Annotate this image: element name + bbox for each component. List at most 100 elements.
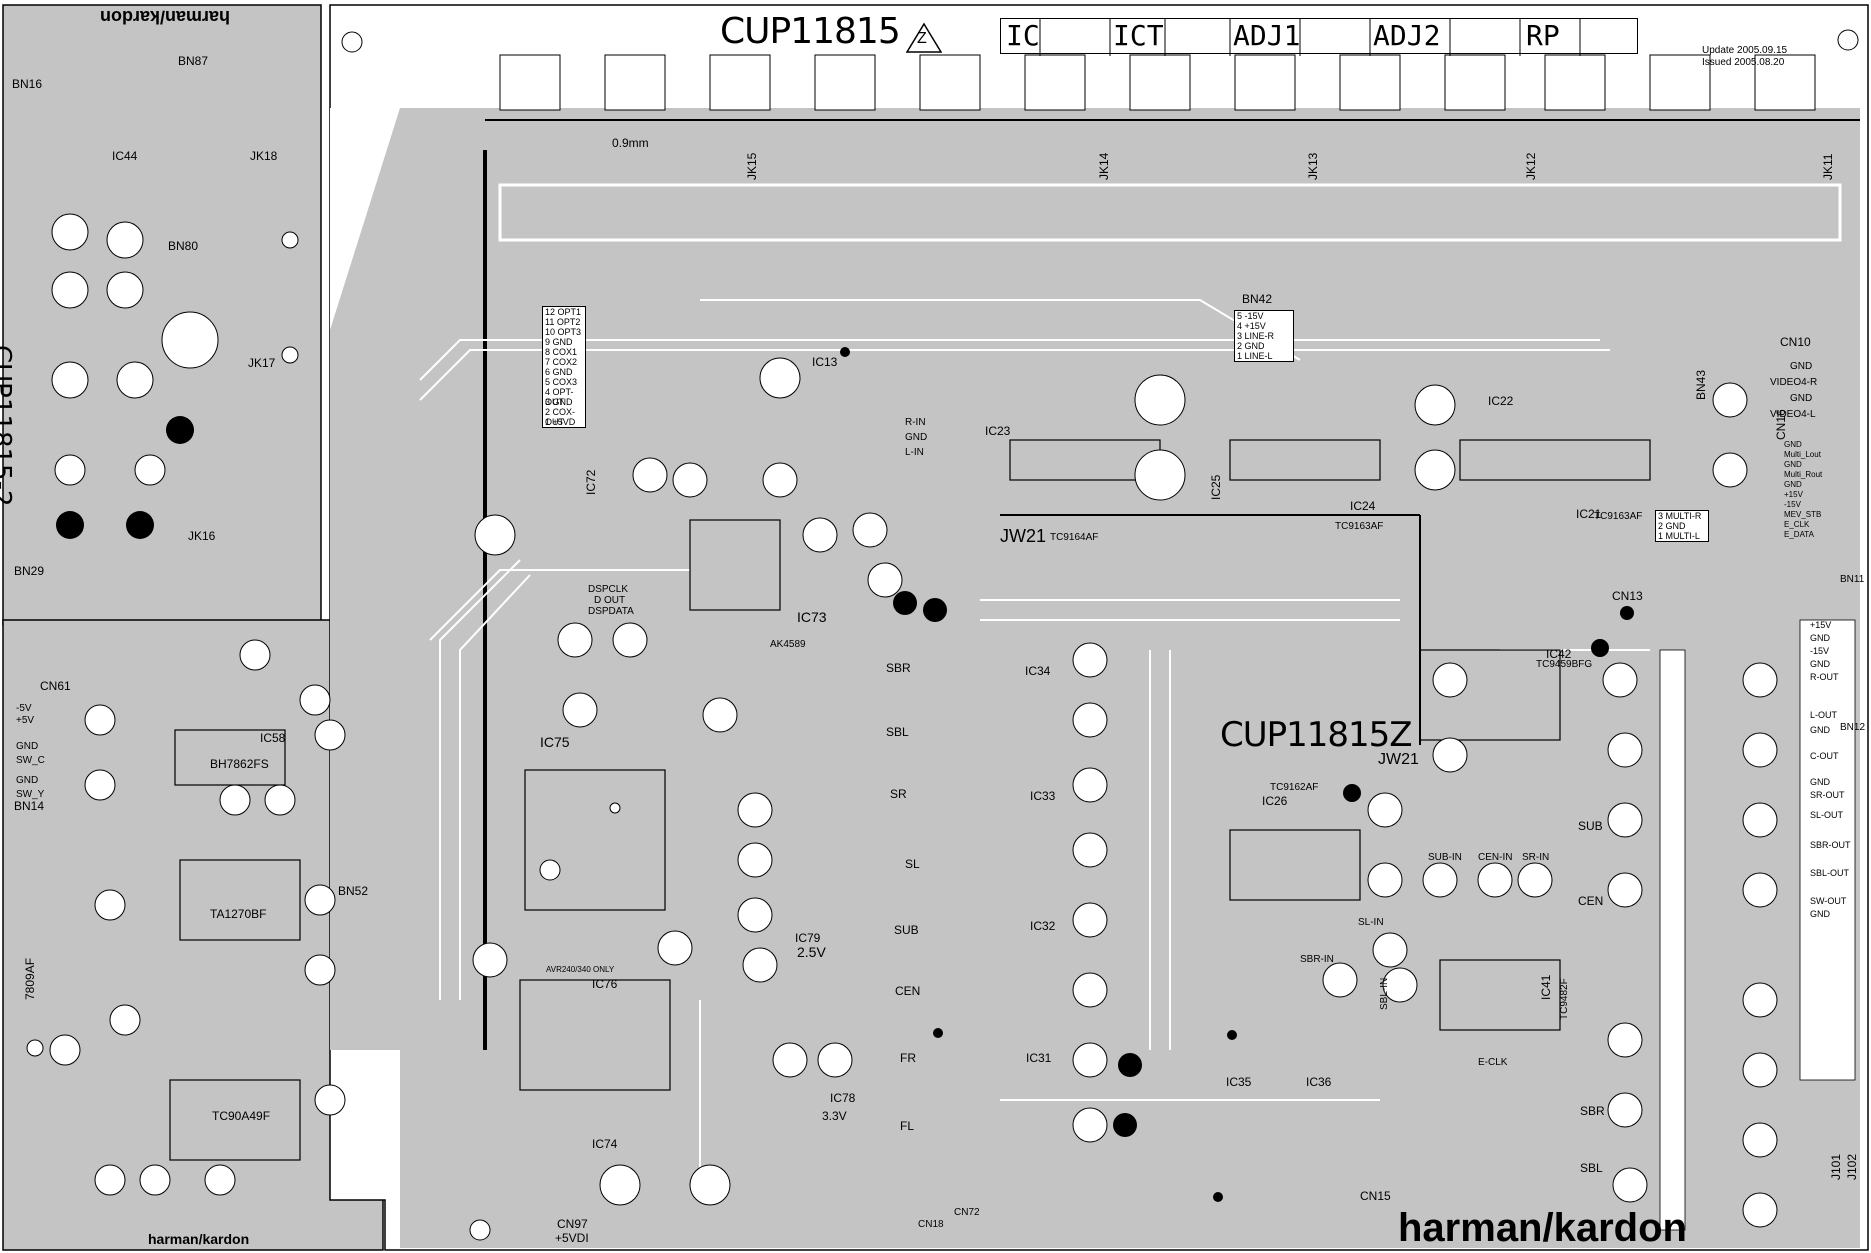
ic-ic44: IC44 xyxy=(112,149,138,163)
channel-label-sub-in: SUB-IN xyxy=(1428,852,1462,863)
misc-3v3: 3.3V xyxy=(822,1109,847,1123)
ic-tc90a49f: TC90A49F xyxy=(212,1109,271,1123)
ic-ic79: IC79 xyxy=(795,931,821,945)
output-pin: GND xyxy=(1810,633,1830,643)
connector-bn14: BN14 xyxy=(14,799,45,813)
bn42-pin: 3 LINE-R xyxy=(1237,331,1275,341)
ic-ic21: IC21 xyxy=(1576,507,1602,521)
channel-label-sl-in: SL-IN xyxy=(1358,917,1384,928)
ic-ic41: IC41 xyxy=(1539,974,1553,1000)
output-pin: GND xyxy=(1810,909,1830,919)
digital-pin: 12 OPT1 xyxy=(545,307,582,317)
connector-cn18: CN18 xyxy=(918,1219,944,1230)
misc-d-out: D OUT xyxy=(594,595,626,606)
output-pin: -15V xyxy=(1810,646,1830,656)
cn16-pin: E_DATA xyxy=(1784,530,1814,539)
channel-label-sr-in: SR-IN xyxy=(1522,852,1550,863)
header-cell-adj2: ADJ2 xyxy=(1373,19,1441,52)
channel-label-fr: FR xyxy=(900,1051,916,1065)
connector-j101: J101 xyxy=(1829,1153,1843,1180)
channel-label-sbr-right: SBR xyxy=(1580,1104,1605,1118)
ic-ic35: IC35 xyxy=(1226,1075,1252,1089)
misc-gnd: GND xyxy=(905,432,928,443)
connector-j102: J102 xyxy=(1845,1153,1859,1180)
digital-pin: 7 COX2 xyxy=(545,357,578,367)
digital-pin: 4 OPT-OUT xyxy=(545,387,574,407)
ic-ic24: IC24 xyxy=(1350,499,1376,513)
cn16-pin-list: GND Multi_Lout GND Multi_Rout GND +15V -… xyxy=(1782,440,1840,540)
header-cell-adj1: ADJ1 xyxy=(1233,19,1301,52)
bn42-pin: 1 LINE-L xyxy=(1237,351,1273,361)
misc-dspclk: DSPCLK xyxy=(588,584,629,595)
ic-bh7862fs: BH7862FS xyxy=(210,757,269,771)
multi-pin: 3 MULTI-R xyxy=(1658,511,1702,521)
ic-ic73: IC73 xyxy=(797,609,827,625)
digital-pin: 10 OPT3 xyxy=(545,327,582,337)
jumper-jw21-a: JW21 xyxy=(1000,526,1047,546)
output-pin: GND xyxy=(1810,777,1830,787)
connector-cn13: CN13 xyxy=(1612,589,1643,603)
output-pin: SL-OUT xyxy=(1810,810,1844,820)
main-board-label: CUP11815Z xyxy=(1220,715,1413,755)
ic-ic75: IC75 xyxy=(540,734,570,750)
cn10-pin: VIDEO4-L xyxy=(1770,409,1816,420)
revision-mark: Z xyxy=(917,30,927,47)
header-table: IC ICT ADJ1 ADJ2 RP xyxy=(1000,18,1638,54)
ic-part-ic41: TC9482F xyxy=(1559,978,1570,1020)
digital-pin: 1 +5VD xyxy=(545,417,576,427)
ic-ic26: IC26 xyxy=(1262,794,1288,808)
digital-pin: 11 OPT2 xyxy=(545,317,581,327)
channel-label-sub-right: SUB xyxy=(1578,819,1603,833)
output-pin: L-OUT xyxy=(1810,710,1837,720)
output-pin: SBR-OUT xyxy=(1810,840,1851,850)
channel-label-fl: FL xyxy=(900,1119,915,1133)
misc-dspdata: DSPDATA xyxy=(588,606,634,617)
digital-pin: 2 COX-OUT xyxy=(545,407,576,427)
output-pin: GND xyxy=(1810,725,1830,735)
output-pin: R-OUT xyxy=(1810,672,1839,682)
cn61-pin-2: +5V xyxy=(16,715,35,726)
cn16-pin: Multi_Rout xyxy=(1784,470,1823,479)
cn10-pin: VIDEO4-R xyxy=(1770,377,1818,388)
bn42-pin: 2 GND xyxy=(1237,341,1265,351)
ic-part-ic23: TC9164AF xyxy=(1050,532,1099,543)
connector-cn97: CN97 xyxy=(557,1217,588,1231)
ic-part-ic42: TC9459BFG xyxy=(1536,659,1593,670)
channel-label-sbl: SBL xyxy=(886,725,909,739)
main-board-brand: harman/kardon xyxy=(1398,1206,1687,1250)
misc-clearance: 0.9mm xyxy=(612,136,649,150)
right-output-list: +15V GND -15V GND R-OUT L-OUT GND C-OUT … xyxy=(1808,620,1854,922)
output-pin: C-OUT xyxy=(1810,751,1839,761)
header-dividers xyxy=(1039,18,1581,56)
ic-ic13: IC13 xyxy=(812,355,838,369)
ic-ic34: IC34 xyxy=(1025,664,1051,678)
multi-pin: 2 GND xyxy=(1658,521,1686,531)
ic-ic58: IC58 xyxy=(260,731,286,745)
multi-pin-table: 3 MULTI-R 2 GND 1 MULTI-L xyxy=(1655,510,1709,542)
digital-pin: 8 COX1 xyxy=(545,347,578,357)
channel-label-sbl-in: SBL-IN xyxy=(1379,977,1390,1010)
revision-triangle-icon xyxy=(905,22,943,53)
cn16-pin: Multi_Lout xyxy=(1784,450,1821,459)
connector-bn42: BN42 xyxy=(1242,292,1273,306)
connector-jk16: JK16 xyxy=(188,529,216,543)
connector-bn12: BN12 xyxy=(1840,722,1866,733)
digital-pin: 3 GND xyxy=(545,397,573,407)
header-cell-ict: ICT xyxy=(1113,19,1164,52)
ic-ic74: IC74 xyxy=(592,1137,618,1151)
connector-bn11: BN11 xyxy=(1840,574,1865,585)
sub-board-label: CUP11815-2 xyxy=(0,345,16,507)
misc-avr-only: AVR240/340 ONLY xyxy=(546,965,615,974)
channel-label-cen-in: CEN-IN xyxy=(1478,852,1513,863)
channel-label-sbl-right: SBL xyxy=(1580,1161,1603,1175)
ic-part-ic73: AK4589 xyxy=(770,639,806,650)
ic-ic32: IC32 xyxy=(1030,919,1056,933)
cn61-pin-6: SW_Y xyxy=(16,789,45,800)
ic-7809af: 7809AF xyxy=(23,957,37,1000)
jack-jk15: JK15 xyxy=(745,152,759,180)
channel-label-sr: SR xyxy=(890,787,907,801)
ic-ic78: IC78 xyxy=(830,1091,856,1105)
ic-part-ic24: TC9163AF xyxy=(1335,521,1384,532)
connector-cn10: CN10 xyxy=(1780,335,1811,349)
misc-2v5: 2.5V xyxy=(797,944,826,960)
